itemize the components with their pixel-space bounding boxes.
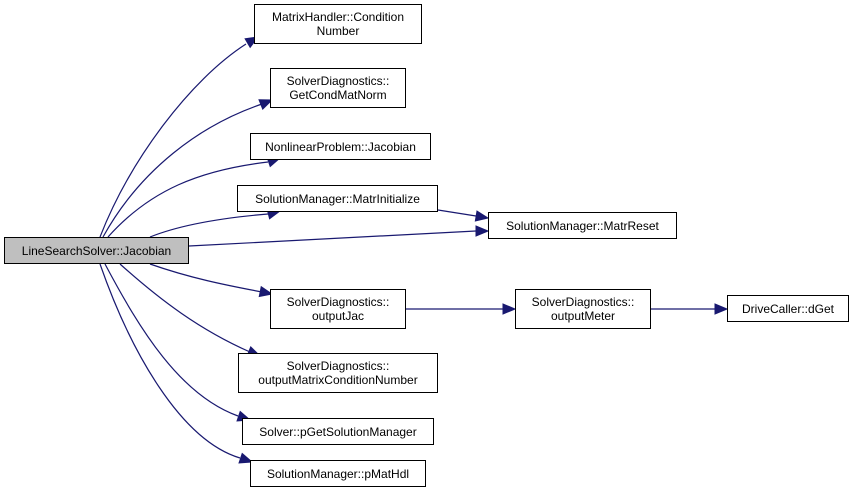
edge-root-n11 — [99, 263, 241, 459]
edge-root-n2 — [102, 103, 263, 238]
edge-root-n6 — [149, 263, 263, 293]
arrowhead-n7-n8 — [714, 303, 729, 315]
node-matrixhandler-conditionnumber[interactable]: MatrixHandler::Condition Number — [254, 4, 422, 44]
node-solverdiagnostics-getcondmatnorm[interactable]: SolverDiagnostics:: GetCondMatNorm — [270, 68, 406, 108]
edge-root-n3 — [107, 161, 269, 238]
arrowhead-root-n5 — [475, 225, 490, 237]
edge-root-n9 — [119, 263, 251, 353]
arrowhead-n6-n7 — [502, 303, 517, 315]
edge-root-n10 — [104, 263, 239, 417]
node-solverdiagnostics-outputmeter[interactable]: SolverDiagnostics:: outputMeter — [515, 289, 651, 329]
node-solverdiagnostics-outputjac[interactable]: SolverDiagnostics:: outputJac — [270, 289, 406, 329]
edge-root-n1 — [99, 43, 247, 238]
node-nonlinearproblem-jacobian[interactable]: NonlinearProblem::Jacobian — [250, 133, 431, 160]
edge-n4-n5 — [437, 209, 477, 217]
node-solutionmanager-matrinitialize[interactable]: SolutionManager::MatrInitialize — [237, 185, 438, 212]
node-linesearchsolver-jacobian[interactable]: LineSearchSolver::Jacobian — [4, 237, 189, 264]
node-solutionmanager-pmathdl[interactable]: SolutionManager::pMatHdl — [250, 460, 426, 487]
node-solverdiagnostics-outputmatrixconditionnumber[interactable]: SolverDiagnostics:: outputMatrixConditio… — [238, 353, 438, 393]
arrowhead-root-n11 — [238, 452, 254, 464]
node-solver-pgetsolutionmanager[interactable]: Solver::pGetSolutionManager — [242, 418, 434, 445]
arrowhead-root-n6 — [258, 285, 274, 298]
edge-root-n4 — [149, 213, 269, 238]
arrowhead-n4-n5 — [474, 210, 490, 222]
node-drivecaller-dget[interactable]: DriveCaller::dGet — [727, 295, 849, 322]
arrowhead-root-n2 — [258, 99, 274, 110]
node-solutionmanager-matrreset[interactable]: SolutionManager::MatrReset — [488, 212, 677, 239]
edge-root-n5 — [188, 230, 477, 247]
